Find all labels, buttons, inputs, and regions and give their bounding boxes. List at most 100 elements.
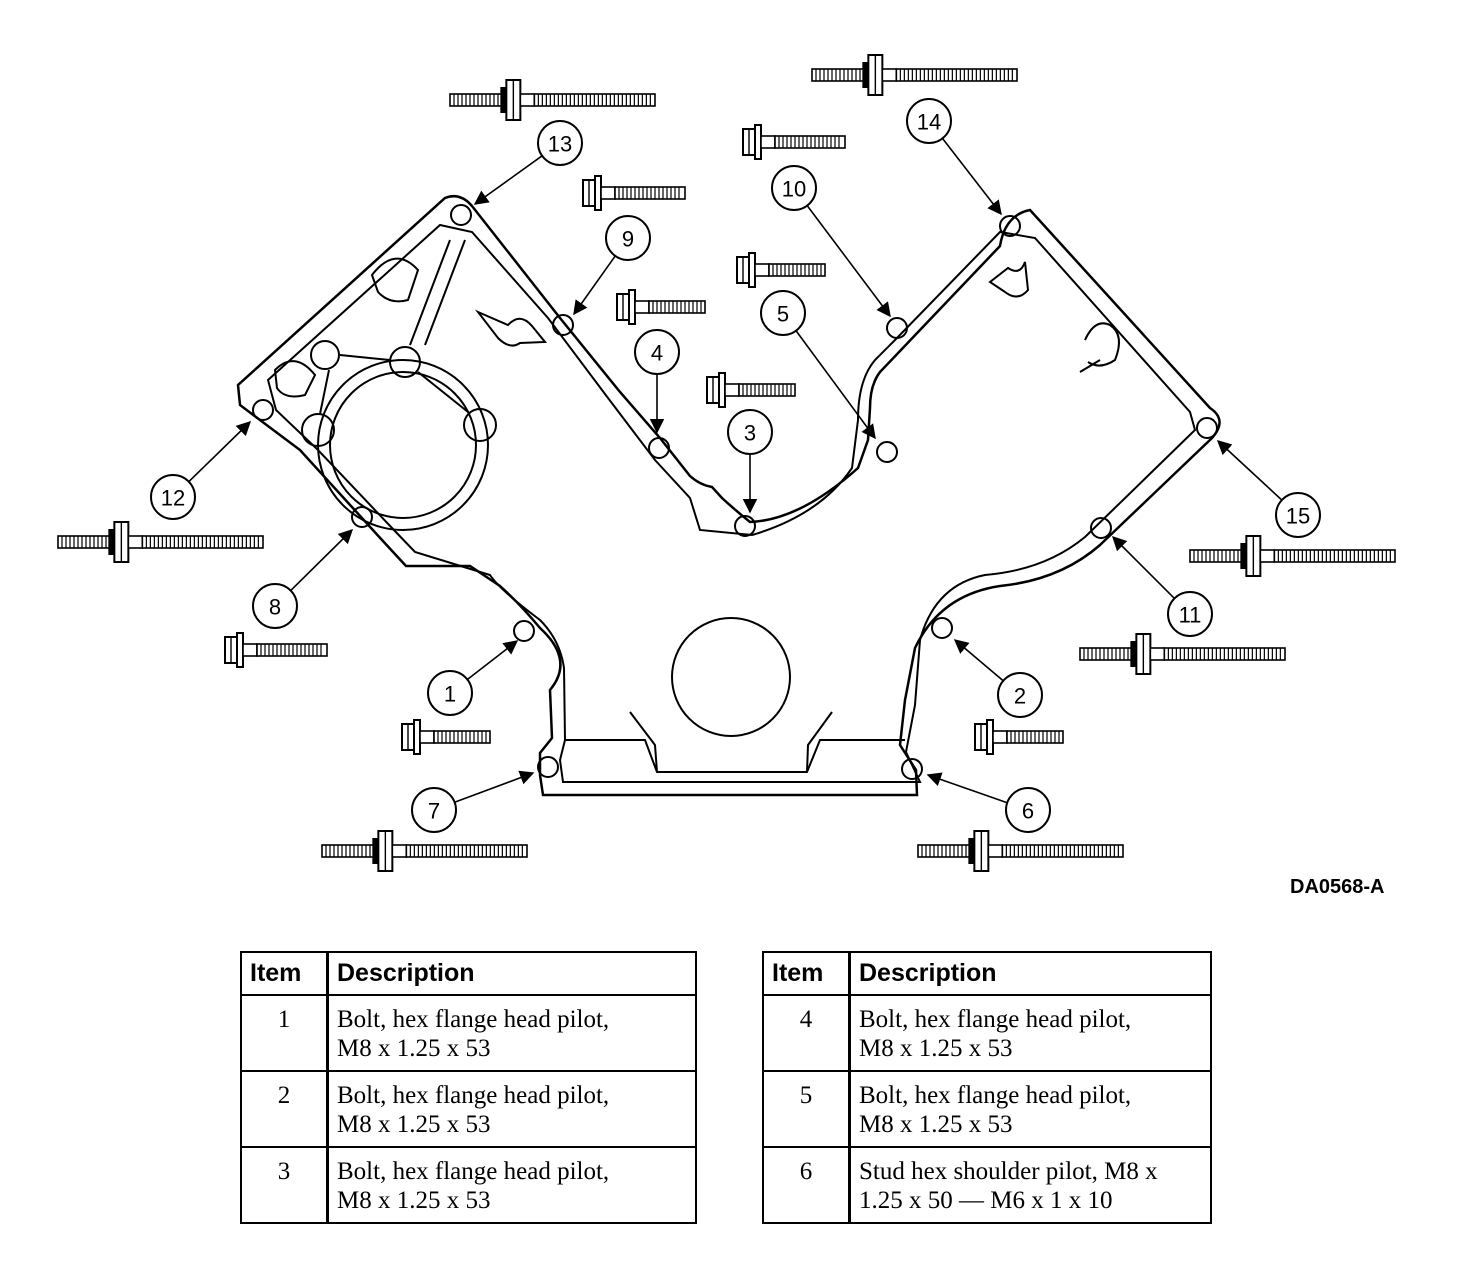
callout-number: 2	[1014, 684, 1026, 709]
stud-icon	[811, 54, 1018, 96]
bolt-icon	[582, 175, 686, 211]
item-description: Bolt, hex flange head pilot,M8 x 1.25 x …	[337, 1158, 610, 1214]
bolt-icon	[706, 372, 796, 408]
callout-leader-2	[953, 639, 1004, 682]
stud-icon	[57, 521, 264, 563]
callout-number: 15	[1286, 504, 1310, 529]
callout-number: 9	[622, 227, 634, 252]
callout-2: 2	[997, 672, 1043, 718]
item-description: Bolt, hex flange head pilot,M8 x 1.25 x …	[849, 1071, 1211, 1148]
callout-leader-14	[941, 137, 1002, 216]
callout-circle	[427, 670, 473, 716]
callout-circle	[760, 290, 806, 336]
callout-circle	[1005, 787, 1051, 833]
item-description: Bolt, hex flange head pilot,M8 x 1.25 x …	[327, 995, 696, 1072]
item-description: Bolt, hex flange head pilot,M8 x 1.25 x …	[849, 995, 1211, 1072]
callout-9: 9	[605, 215, 651, 261]
callout-circle	[1167, 591, 1213, 637]
callout-leader-1	[466, 640, 519, 681]
callout-circle	[537, 120, 583, 166]
callout-15: 15	[1275, 492, 1321, 538]
callout-10: 10	[771, 165, 817, 211]
bolt-icon	[974, 719, 1064, 755]
bolt-icon	[736, 252, 826, 288]
callout-number: 11	[1179, 603, 1202, 628]
callout-number: 6	[1022, 799, 1034, 824]
callout-circle	[252, 583, 298, 629]
callout-circle	[906, 98, 952, 144]
callout-7: 7	[411, 787, 457, 833]
stud-icon	[1189, 535, 1396, 577]
table-row: 3 Bolt, hex flange head pilot,M8 x 1.25 …	[241, 1147, 696, 1223]
callout-leader-6	[926, 772, 1008, 804]
item-number: 2	[241, 1071, 329, 1148]
table-row: 2 Bolt, hex flange head pilot,M8 x 1.25 …	[241, 1071, 696, 1148]
callout-number: 10	[782, 177, 806, 202]
callout-5: 5	[760, 290, 806, 336]
callout-leader-5	[795, 330, 876, 440]
bolt-icon	[224, 632, 328, 668]
callout-leader-7	[454, 770, 535, 804]
item-column-header: Item	[763, 952, 851, 996]
bolt-icon	[616, 289, 706, 325]
callout-8: 8	[252, 583, 298, 629]
front-cover-outline	[236, 195, 1221, 797]
figure-id: DA0568-A	[1290, 876, 1385, 898]
callout-circle	[150, 474, 196, 520]
item-number: 1	[241, 995, 329, 1072]
callout-number: 5	[777, 302, 789, 327]
item-column-header: Item	[241, 952, 329, 996]
stud-icon	[1079, 633, 1286, 675]
callout-leaders	[188, 137, 1283, 804]
callout-4: 4	[634, 329, 680, 375]
stud-icon	[449, 79, 656, 121]
callout-circle	[771, 165, 817, 211]
callout-13: 13	[537, 120, 583, 166]
callout-number: 1	[444, 682, 456, 707]
callout-leader-10	[806, 205, 891, 318]
stud-icon	[917, 830, 1124, 872]
stud-icon	[321, 830, 528, 872]
bolt-icon	[742, 124, 846, 160]
callout-circle	[1275, 492, 1321, 538]
item-number: 5	[763, 1071, 851, 1148]
callout-circle	[727, 409, 773, 455]
table-header-row: Item Description	[763, 952, 1211, 996]
callout-1: 1	[427, 670, 473, 716]
table-row: 1 Bolt, hex flange head pilot,M8 x 1.25 …	[241, 995, 696, 1072]
callout-leader-12	[188, 420, 252, 483]
callout-leader-13	[473, 155, 543, 205]
callout-number: 8	[269, 595, 281, 620]
item-description: Bolt, hex flange head pilot,M8 x 1.25 x …	[327, 1071, 696, 1148]
table-row: 4 Bolt, hex flange head pilot,M8 x 1.25 …	[763, 995, 1211, 1072]
callout-number: 3	[744, 421, 756, 446]
callout-number: 7	[428, 799, 440, 824]
callout-circle	[411, 787, 457, 833]
parts-table-right: Item Description 4 Bolt, hex flange head…	[762, 951, 1212, 1224]
callout-leader-11	[1111, 535, 1176, 600]
bolt-holes	[252, 204, 1218, 780]
item-number: 3	[241, 1147, 329, 1223]
table-header-row: Item Description	[241, 952, 696, 996]
callout-leader-15	[1216, 440, 1283, 501]
callout-leader-9	[573, 255, 616, 316]
callout-circle	[634, 329, 680, 375]
bolt-icon	[401, 719, 491, 755]
callout-11: 11	[1167, 591, 1213, 637]
fastener-illustrations	[57, 54, 1396, 872]
callout-circle	[997, 672, 1043, 718]
callout-12: 12	[150, 474, 196, 520]
callout-6: 6	[1005, 787, 1051, 833]
callout-circle	[605, 215, 651, 261]
item-number: 4	[763, 995, 851, 1072]
callout-number: 13	[548, 132, 572, 157]
callout-14: 14	[906, 98, 952, 144]
description-column-header: Description	[849, 952, 1211, 996]
item-number: 6	[763, 1147, 851, 1223]
callout-number: 14	[917, 110, 941, 135]
parts-table-left: Item Description 1 Bolt, hex flange head…	[240, 951, 697, 1224]
